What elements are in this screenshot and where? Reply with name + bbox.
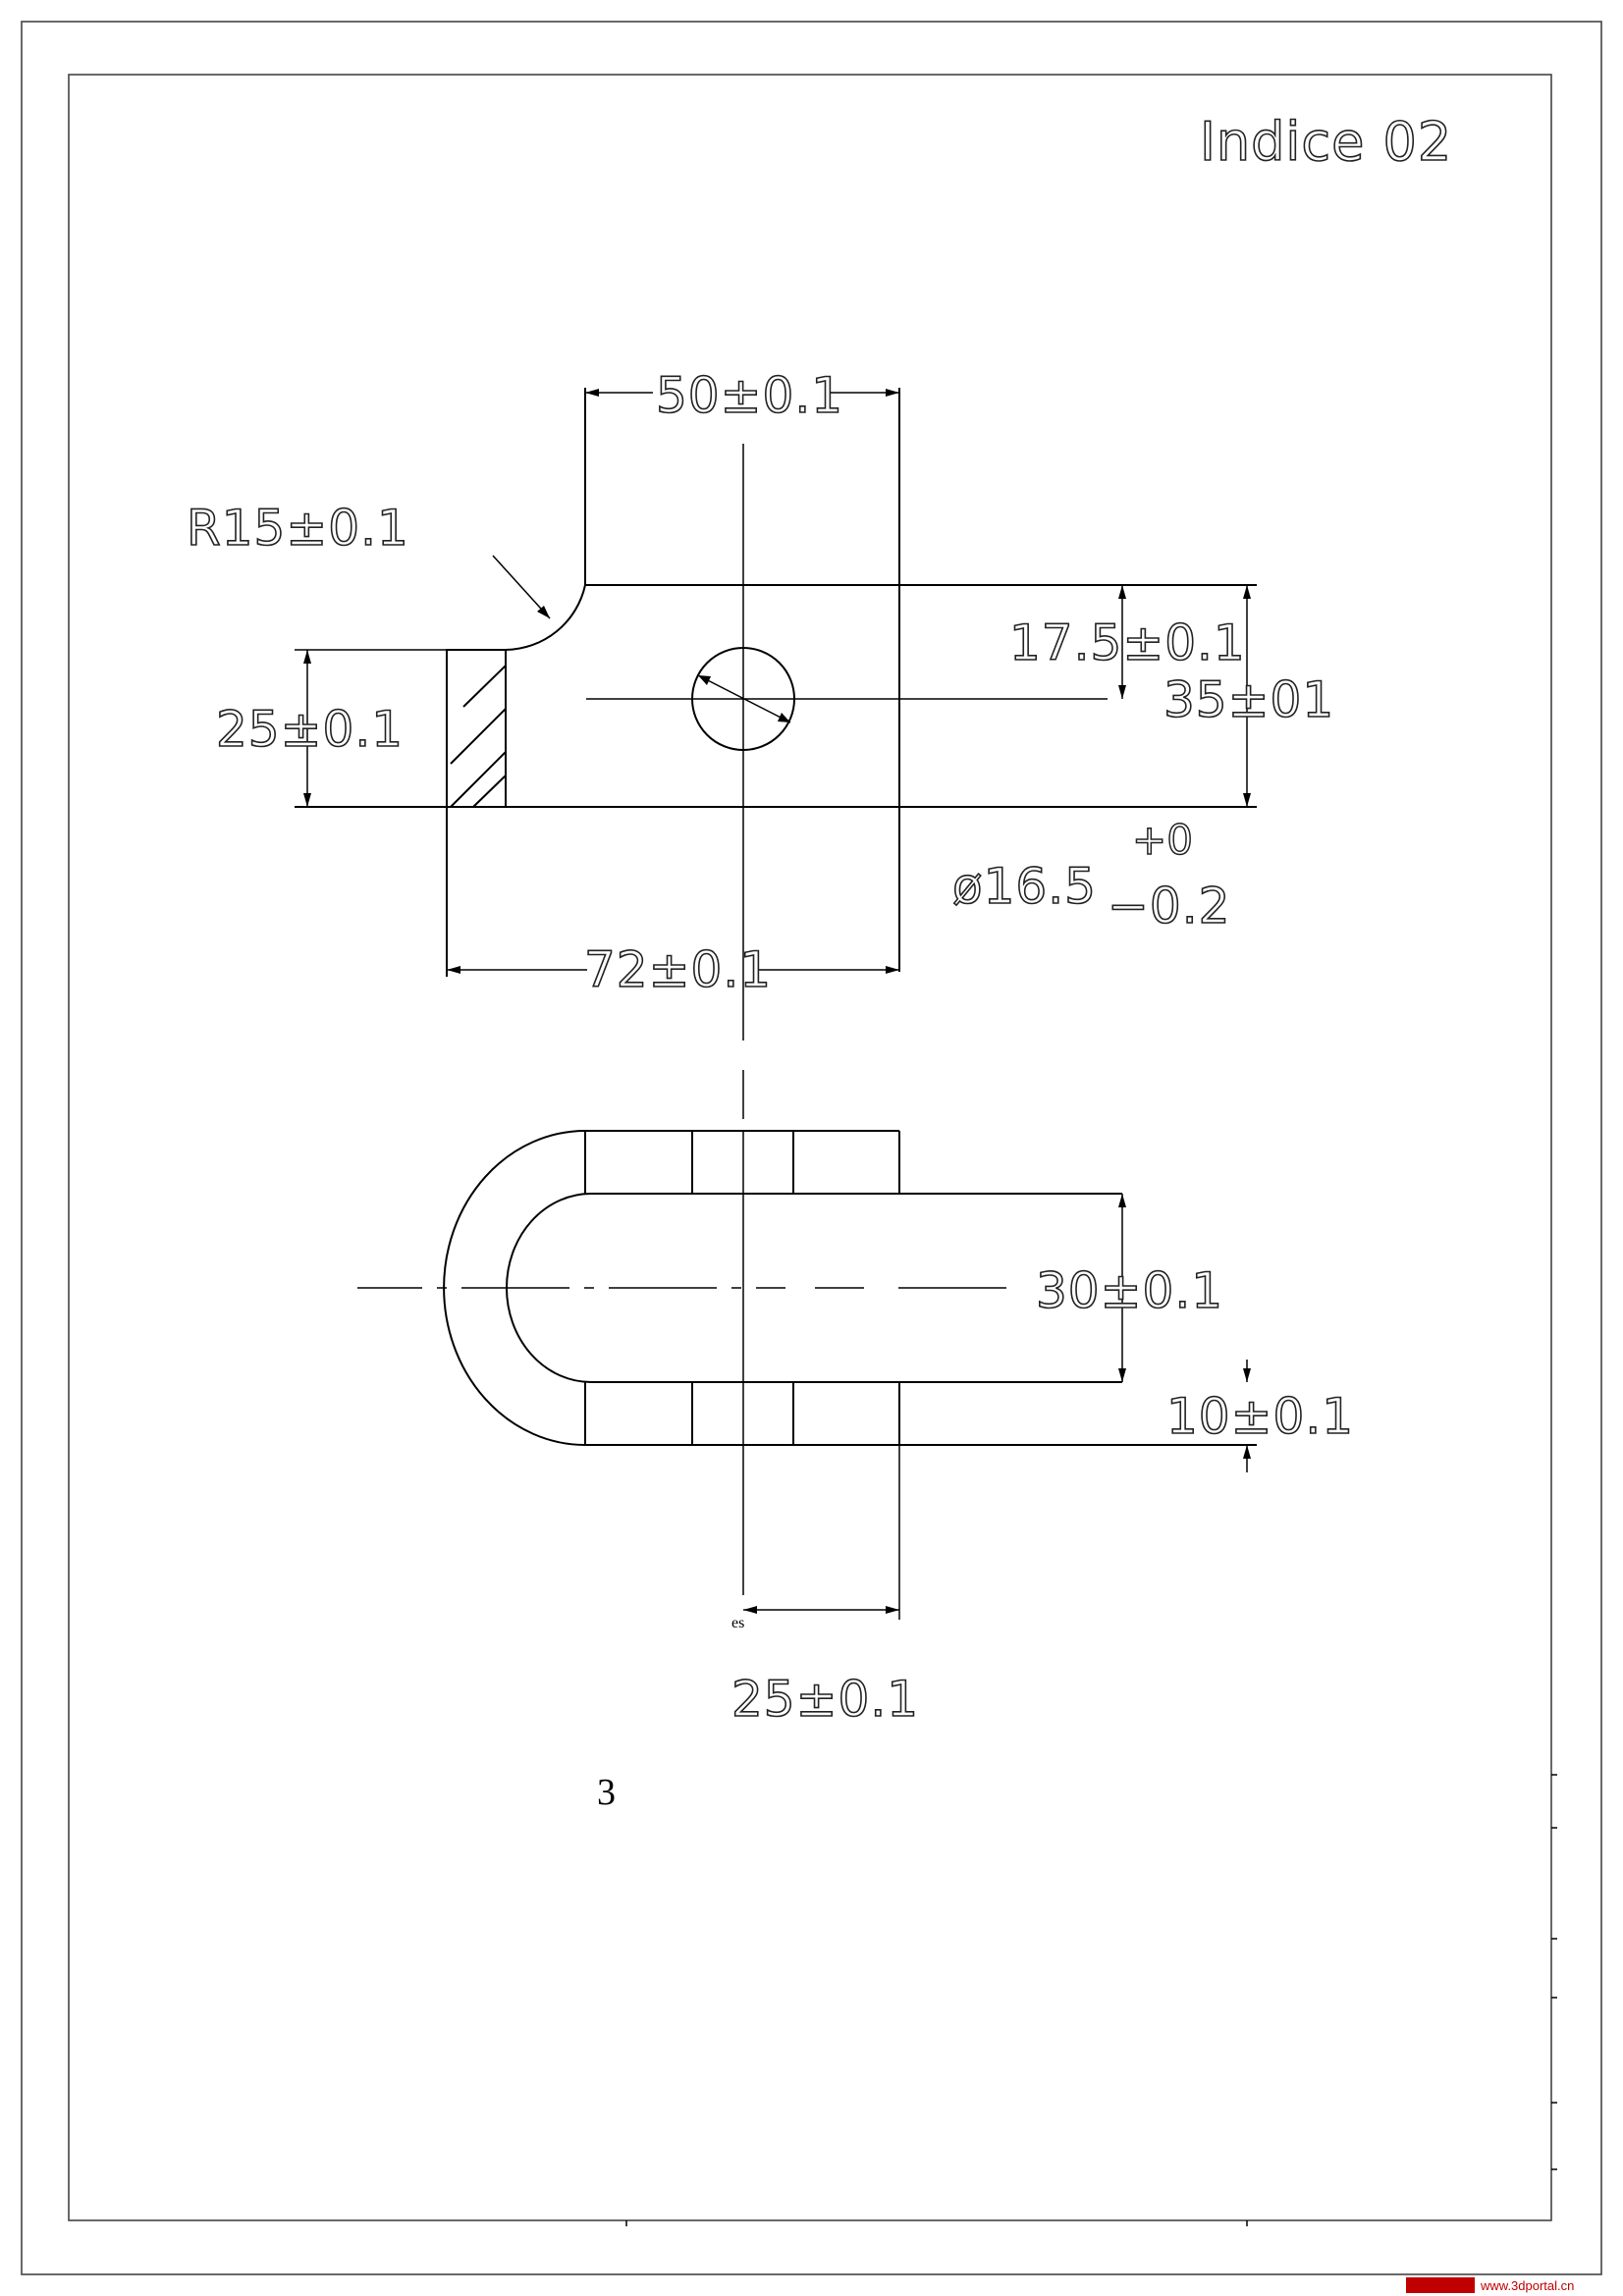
dim-tol-upper: +0 bbox=[1132, 816, 1193, 864]
dimension-lines-top bbox=[295, 389, 1251, 974]
dim-inner-gap: 30±0.1 bbox=[1036, 1262, 1223, 1319]
watermark: www.3dportal.cn bbox=[1406, 2277, 1620, 2293]
dim-top-width: 50±0.1 bbox=[656, 367, 843, 424]
dim-hole-offset: 17.5±0.1 bbox=[1009, 614, 1246, 671]
indice-label: Indice 02 bbox=[1200, 111, 1452, 173]
watermark-site: www.3dportal.cn bbox=[1480, 2278, 1574, 2293]
section-hatch bbox=[450, 665, 507, 808]
dim-total-height: 35±01 bbox=[1163, 671, 1334, 728]
page-number: 3 bbox=[597, 1772, 616, 1813]
dim-flange-height: 25±0.1 bbox=[216, 701, 404, 758]
dim-hole-diameter: ø16.5 bbox=[952, 858, 1097, 915]
dim-fillet-radius: R15±0.1 bbox=[187, 500, 409, 557]
small-label: es bbox=[731, 1615, 744, 1631]
dim-tol-lower: −0.2 bbox=[1108, 878, 1230, 934]
frame-ticks bbox=[625, 1774, 1557, 2226]
dim-total-width: 72±0.1 bbox=[584, 941, 772, 998]
front-view bbox=[357, 1070, 1257, 1620]
outer-border bbox=[21, 21, 1602, 2275]
inner-frame bbox=[68, 74, 1552, 2221]
top-view bbox=[295, 388, 1257, 1041]
dim-thickness: 10±0.1 bbox=[1166, 1388, 1354, 1445]
dimension-lines-front bbox=[743, 1194, 1251, 1614]
dim-bottom-width: 25±0.1 bbox=[731, 1671, 919, 1728]
